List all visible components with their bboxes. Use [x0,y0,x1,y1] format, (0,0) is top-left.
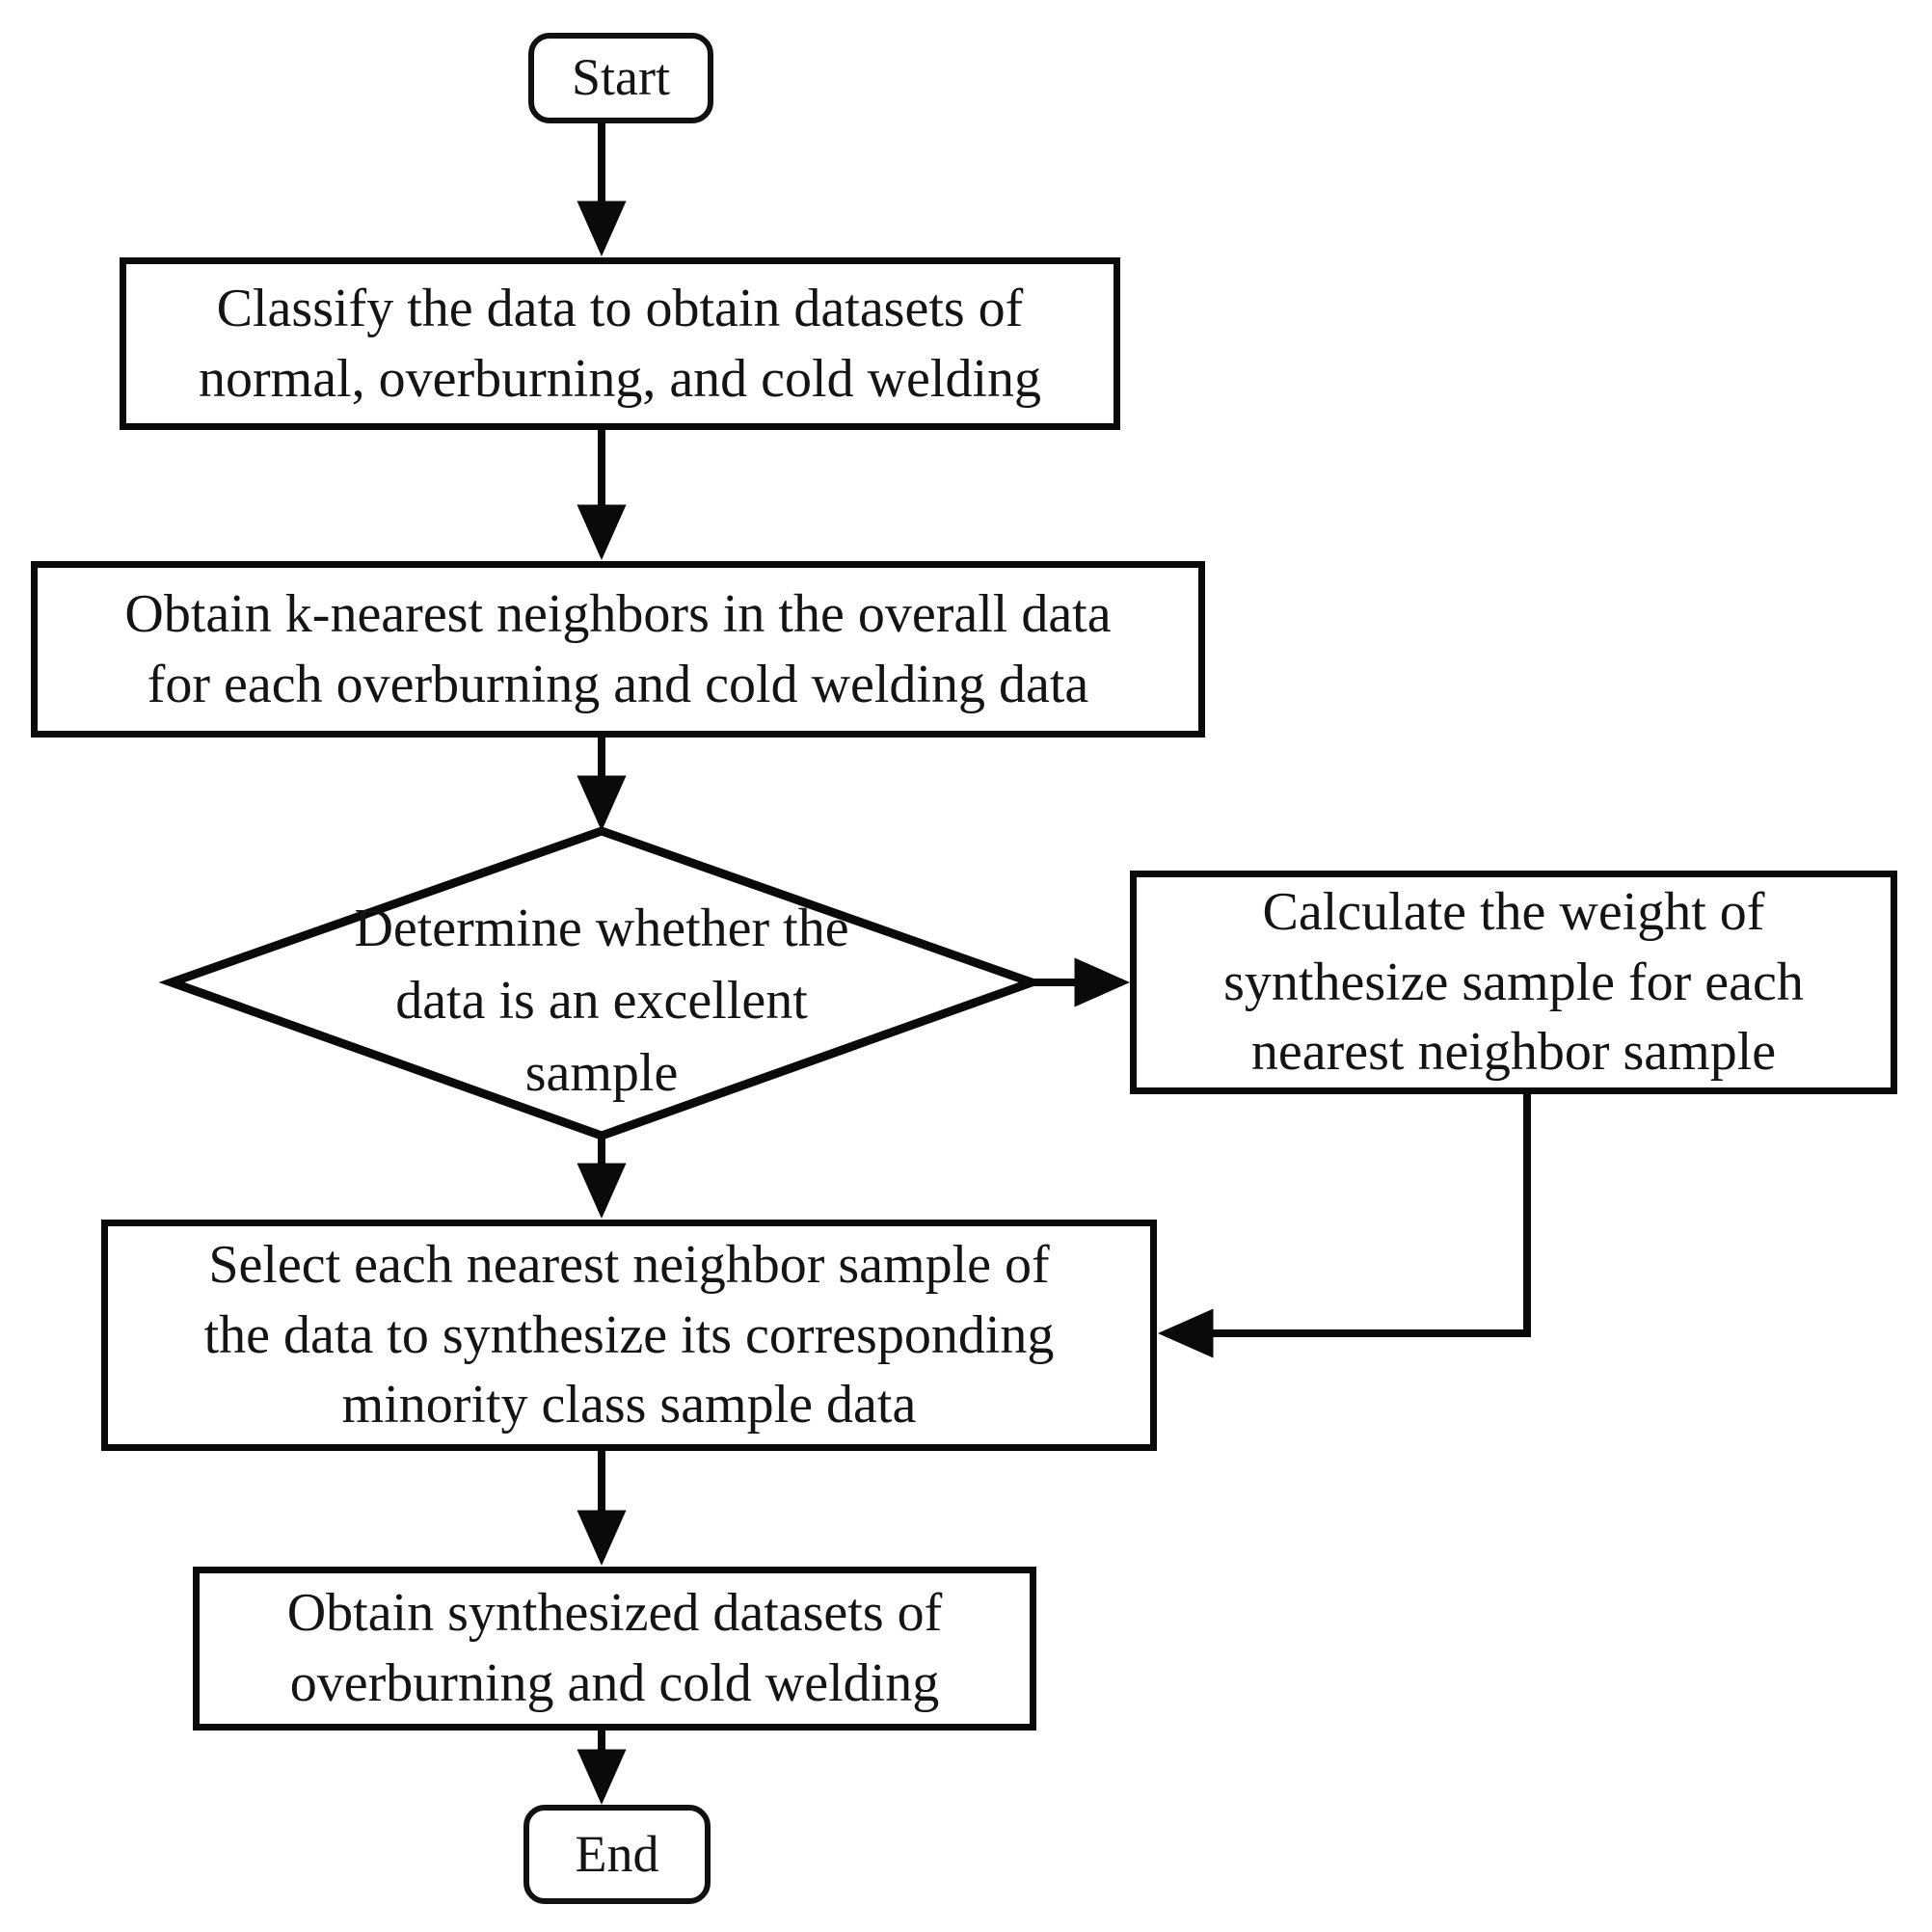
node-knn-label: Obtain k-nearest neighbors in the overal… [124,583,1112,714]
node-calculate-weight-label: Calculate the weight of synthesize sampl… [1223,881,1804,1083]
node-knn[interactable]: Obtain k-nearest neighbors in the overal… [31,561,1205,738]
node-classify-label: Classify the data to obtain datasets of … [198,278,1041,409]
node-classify[interactable]: Classify the data to obtain datasets of … [120,257,1120,430]
node-end[interactable]: End [523,1805,711,1904]
node-obtain-synthesized[interactable]: Obtain synthesized datasets of overburni… [193,1567,1036,1731]
node-end-label: End [575,1824,659,1883]
node-obtain-synthesized-label: Obtain synthesized datasets of overburni… [286,1583,943,1713]
node-start-label: Start [572,48,670,107]
node-start[interactable]: Start [528,33,713,123]
node-select-sample-label: Select each nearest neighbor sample of t… [203,1234,1055,1436]
node-decision-label: Determine whether the data is an excelle… [354,899,849,1104]
node-calculate-weight[interactable]: Calculate the weight of synthesize sampl… [1130,871,1897,1094]
node-select-sample[interactable]: Select each nearest neighbor sample of t… [101,1220,1157,1451]
